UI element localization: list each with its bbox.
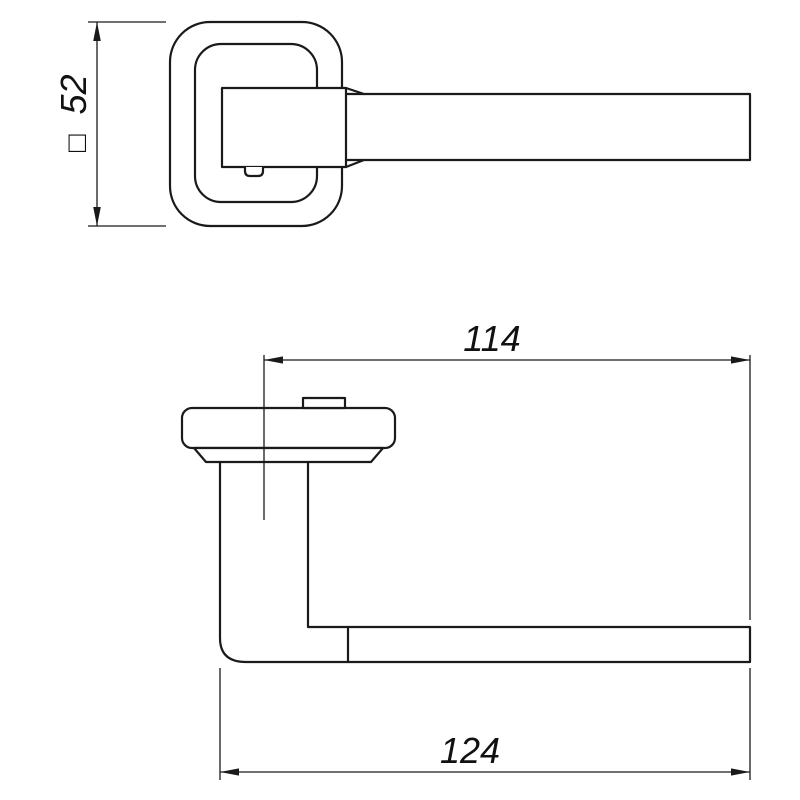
arrowhead-left [220,768,239,776]
dimension-124-label: 124 [440,730,500,771]
handle-lever-front [344,92,752,162]
dimension-overall-length: 124 [219,668,751,780]
arrowhead-right [731,356,750,364]
front-view [168,20,752,228]
junction-chamfer-bottom [344,158,366,169]
arrowhead-right [731,768,750,776]
dimension-rose-size: □ 52 [53,21,166,227]
neck-clip-notch [243,167,265,178]
rose-bevel [192,446,385,464]
handle-profile-outline [218,460,752,664]
spindle-cap [301,396,347,410]
arrowhead-left [264,356,283,364]
arrowhead-down [93,207,101,226]
rose-profile [180,406,397,450]
dimension-52-label: □ 52 [53,74,94,152]
dimension-projection: 114 [264,318,751,620]
square-symbol: □ [61,134,93,152]
side-view [180,355,752,664]
dimension-114-label: 114 [463,318,520,359]
dimension-52-value: 52 [53,74,94,114]
arrowhead-up [93,22,101,41]
handle-neck-front [220,86,348,169]
junction-chamfer-top [344,86,366,96]
